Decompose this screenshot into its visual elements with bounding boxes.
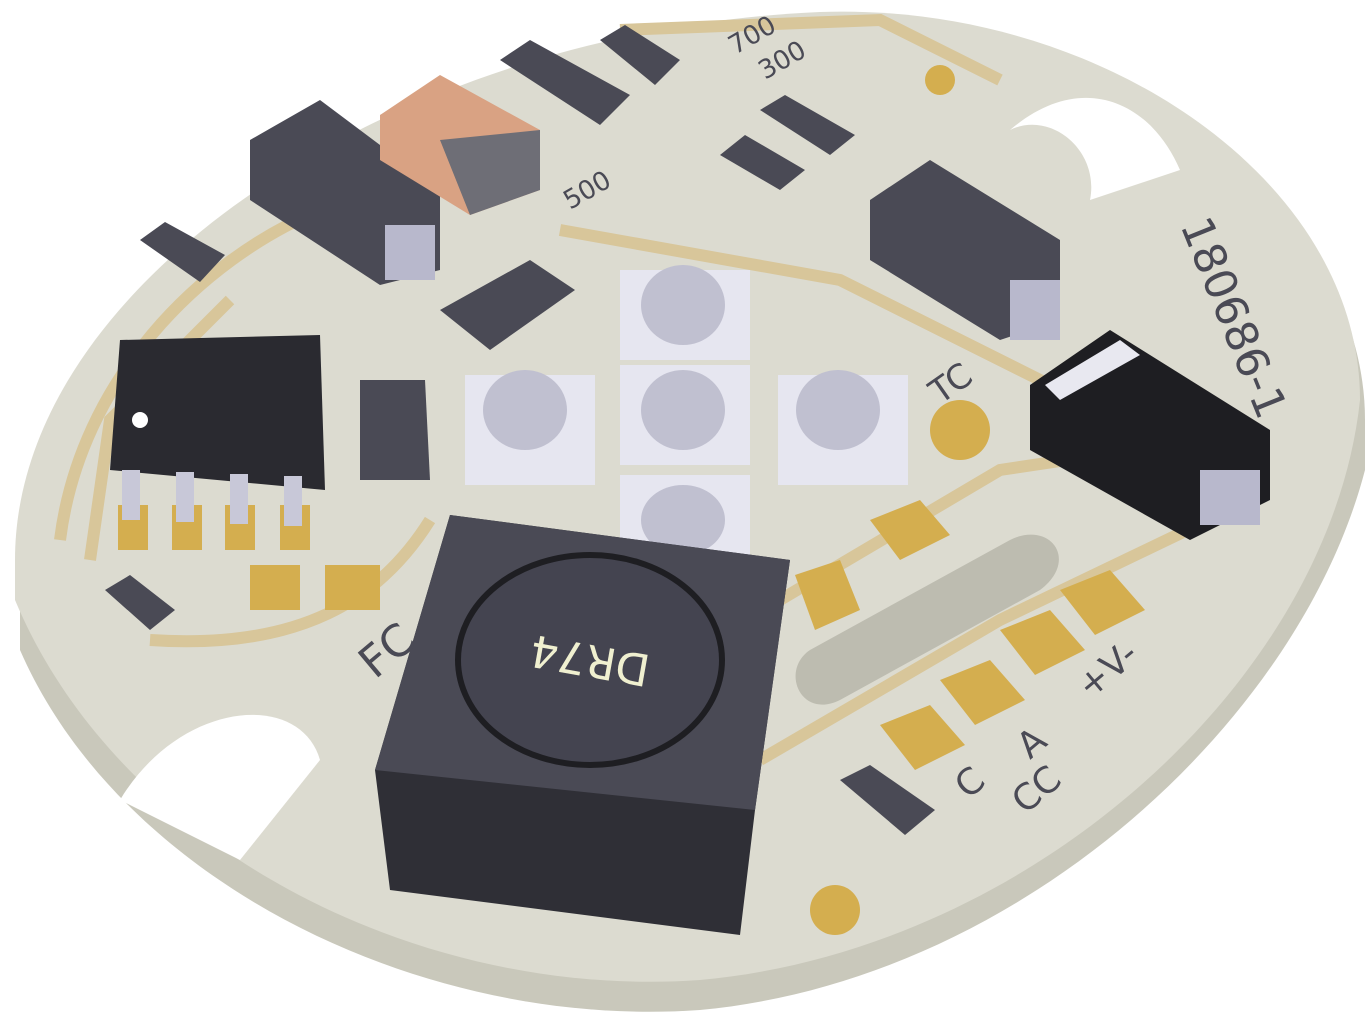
inductor-dr74: DR74 [375, 515, 790, 935]
ic-soic8 [110, 335, 325, 526]
traces [54, 13, 1253, 766]
smd-resistors [105, 25, 935, 835]
diode-smb [250, 100, 440, 285]
diode-smc [1030, 330, 1270, 540]
diode-smb [870, 160, 1060, 340]
board-slot [795, 534, 1059, 705]
mounting-notch [1010, 97, 1180, 200]
mounting-notch [120, 714, 320, 860]
led-array [465, 265, 908, 555]
ceramic-capacitor [380, 75, 540, 215]
